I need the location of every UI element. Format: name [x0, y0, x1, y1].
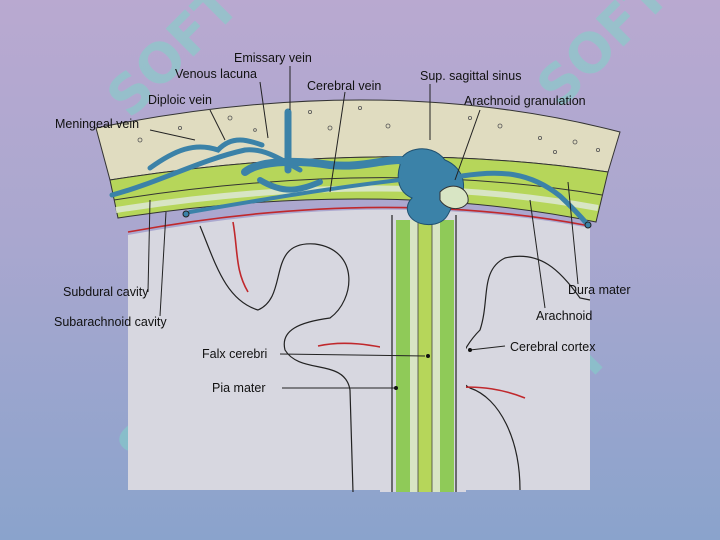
label-emissary-vein: Emissary vein	[234, 51, 312, 65]
arachnoid-layer	[113, 177, 603, 201]
label-subarachnoid-cavity: Subarachnoid cavity	[54, 315, 167, 329]
subarachnoid-layer	[115, 185, 599, 213]
pointer-dot	[426, 354, 430, 358]
gyrus-outline-left	[199, 225, 354, 493]
vein-network	[109, 108, 591, 228]
bone-speckles	[137, 106, 601, 154]
arachnoid-granulation-shape	[439, 185, 469, 209]
label-dura-mater: Dura mater	[568, 283, 631, 297]
label-venous-lacuna: Venous lacuna	[175, 67, 257, 81]
label-cerebral-cortex: Cerebral cortex	[510, 340, 596, 354]
label-subdural-cavity: Subdural cavity	[63, 285, 149, 299]
pointer-dot	[394, 386, 398, 390]
cerebral-cortex-region	[128, 209, 590, 490]
falx-cerebri	[380, 210, 466, 492]
label-pia-mater: Pia mater	[212, 381, 266, 395]
pointer-dot	[468, 348, 472, 352]
leader-lines	[147, 66, 579, 389]
cortical-artery	[232, 221, 249, 293]
label-meningeal-vein: Meningeal vein	[55, 117, 139, 131]
vein-cross-section	[584, 221, 592, 229]
label-cerebral-vein: Cerebral vein	[307, 79, 381, 93]
label-sup-sagittal-sinus: Sup. sagittal sinus	[420, 69, 521, 83]
vein-cross-section	[182, 210, 190, 218]
label-arachnoid: Arachnoid	[536, 309, 592, 323]
label-arachnoid-granulation: Arachnoid granulation	[464, 94, 586, 108]
label-diploic-vein: Diploic vein	[148, 93, 212, 107]
label-falx-cerebri: Falx cerebri	[202, 347, 267, 361]
labels: Emissary vein Venous lacuna Diploic vein…	[54, 51, 631, 395]
